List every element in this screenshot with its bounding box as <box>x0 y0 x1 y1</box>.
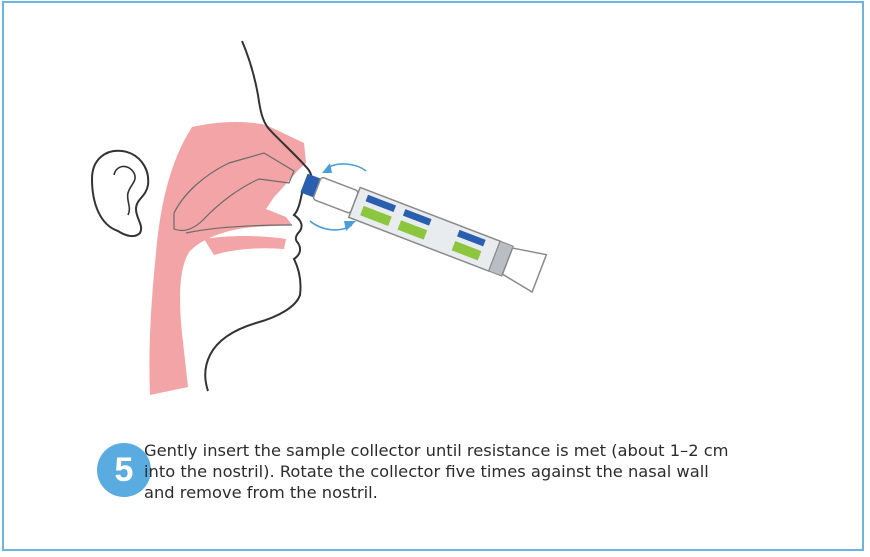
rotation-arrow-bottom-head <box>344 221 356 231</box>
airway-shape <box>149 122 306 395</box>
rotation-arrow-top-head <box>322 163 332 173</box>
ear-inner <box>114 166 135 215</box>
step-number: 5 <box>115 453 134 487</box>
rotation-arrow-top <box>326 164 366 171</box>
ear <box>92 151 148 236</box>
instruction-card: 5 Gently insert the sample collector unt… <box>2 1 864 551</box>
instruction-text: Gently insert the sample collector until… <box>144 440 784 503</box>
tongue-shape <box>204 236 286 255</box>
step-number-badge: 5 <box>97 443 151 497</box>
sample-collector <box>297 164 547 292</box>
nasal-swab-illustration <box>64 33 584 423</box>
